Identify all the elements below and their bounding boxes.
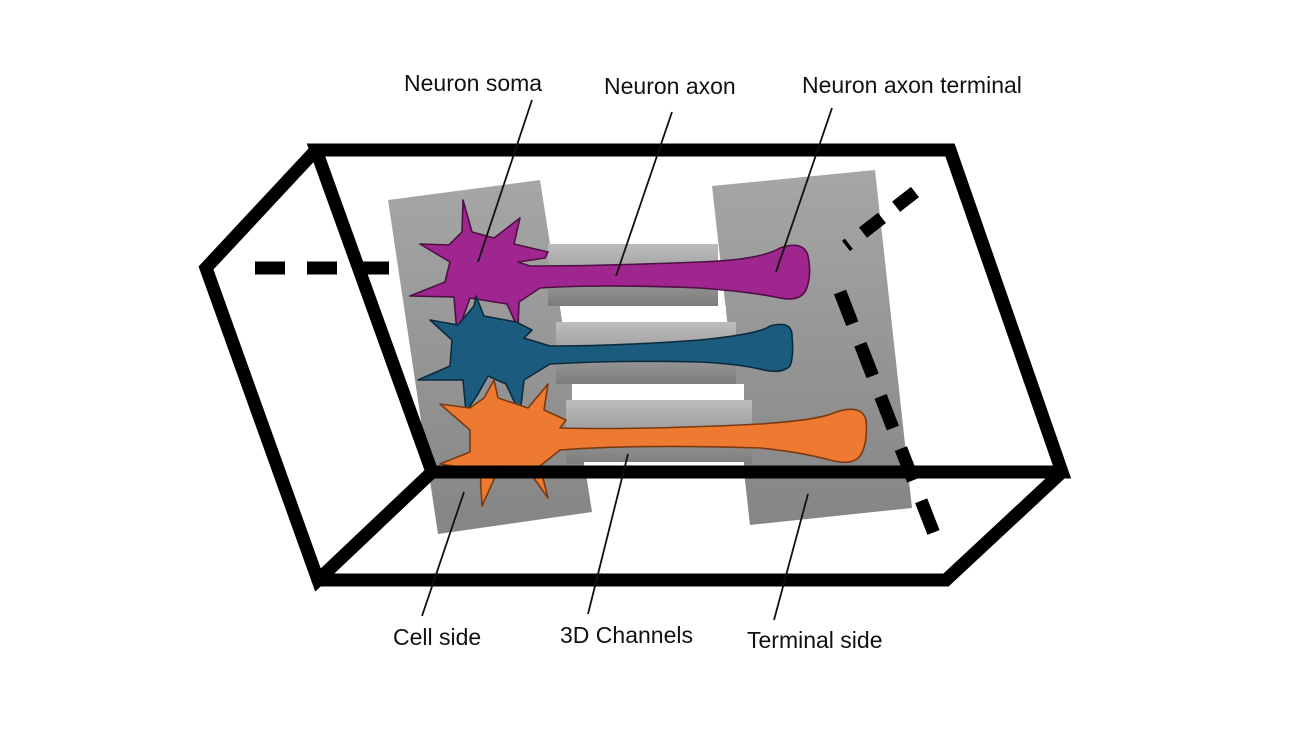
channel-gap-2 [572, 384, 744, 400]
hidden-right-edge [833, 186, 945, 547]
label-3d-channels: 3D Channels [560, 622, 693, 648]
label-terminal-side: Terminal side [747, 627, 883, 653]
callout-labels: Neuron soma Neuron axon Neuron axon term… [393, 70, 1022, 653]
neuron-blue [417, 295, 794, 415]
leader-neuron-soma [477, 99, 533, 263]
label-cell-side: Cell side [393, 624, 481, 650]
leader-3d-channels [587, 453, 629, 615]
back-right-vertical-dashed-edge [833, 289, 945, 547]
neuron-magenta [409, 199, 811, 335]
neuron-orange [439, 379, 868, 507]
label-neuron-soma: Neuron soma [404, 70, 542, 96]
device-box-outline [198, 143, 1072, 592]
leader-neuron-axon-terminal [775, 107, 833, 273]
leader-lines [421, 99, 833, 621]
channel-gap-1 [562, 306, 726, 322]
leader-cell-side [421, 491, 465, 617]
box-left-face [198, 145, 437, 592]
back-right-diagonal-dashed-edge [841, 186, 920, 252]
channel-gap-3 [584, 462, 744, 468]
box-bottom-front-edge [318, 467, 1067, 587]
label-neuron-axon: Neuron axon [604, 73, 736, 99]
leader-neuron-axon [615, 111, 673, 277]
label-neuron-axon-terminal: Neuron axon terminal [802, 72, 1022, 98]
leader-terminal-side [773, 493, 809, 621]
